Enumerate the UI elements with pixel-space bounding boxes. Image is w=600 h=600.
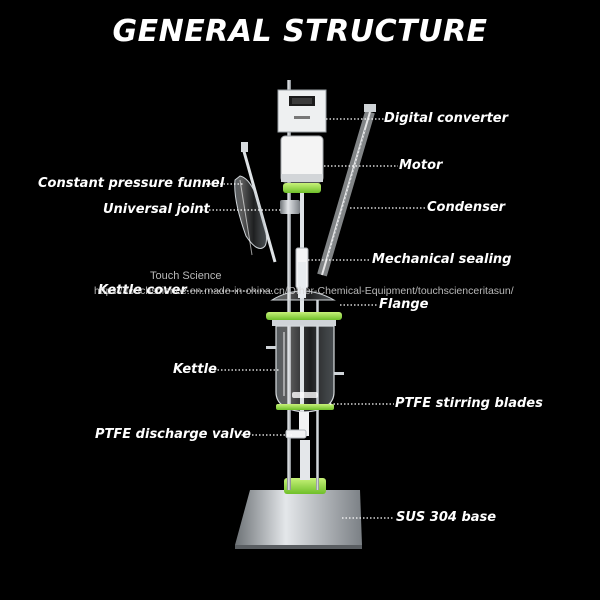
base-foot — [284, 478, 326, 494]
label-digital-converter: Digital converter — [384, 111, 509, 126]
label-ptfe-stirring-blades: PTFE stirring blades — [395, 396, 543, 411]
label-constant-pressure-funnel: Constant pressure funnel — [38, 176, 225, 191]
label-ptfe-discharge-valve: PTFE discharge valve — [95, 427, 251, 442]
condenser — [317, 104, 376, 277]
label-universal-joint: Universal joint — [103, 202, 210, 217]
leader-lines — [180, 118, 426, 519]
label-flange: Flange — [379, 297, 429, 312]
digital-converter — [277, 89, 327, 133]
constant-pressure-funnel — [234, 142, 277, 263]
flange — [266, 312, 342, 326]
label-kettle: Kettle — [173, 362, 217, 377]
motor — [280, 135, 324, 193]
page-title: GENERAL STRUCTURE — [112, 14, 488, 49]
kettle-cover — [270, 262, 336, 301]
label-mechanical-sealing: Mechanical sealing — [372, 252, 512, 267]
label-sus-304-base: SUS 304 base — [396, 510, 497, 525]
label-kettle-cover: Kettle cover — [98, 283, 187, 298]
base-plate — [235, 490, 362, 549]
label-motor: Motor — [399, 158, 443, 173]
ptfe-stirring-blades — [276, 392, 334, 410]
universal-joint — [280, 200, 300, 214]
watermark-line1: Touch Science — [150, 270, 222, 282]
label-condenser: Condenser — [427, 200, 506, 215]
ptfe-discharge-valve — [285, 412, 310, 480]
watermark-line2: https://touchscience.en.made-in-china.cn… — [94, 285, 514, 297]
kettle — [266, 325, 344, 413]
